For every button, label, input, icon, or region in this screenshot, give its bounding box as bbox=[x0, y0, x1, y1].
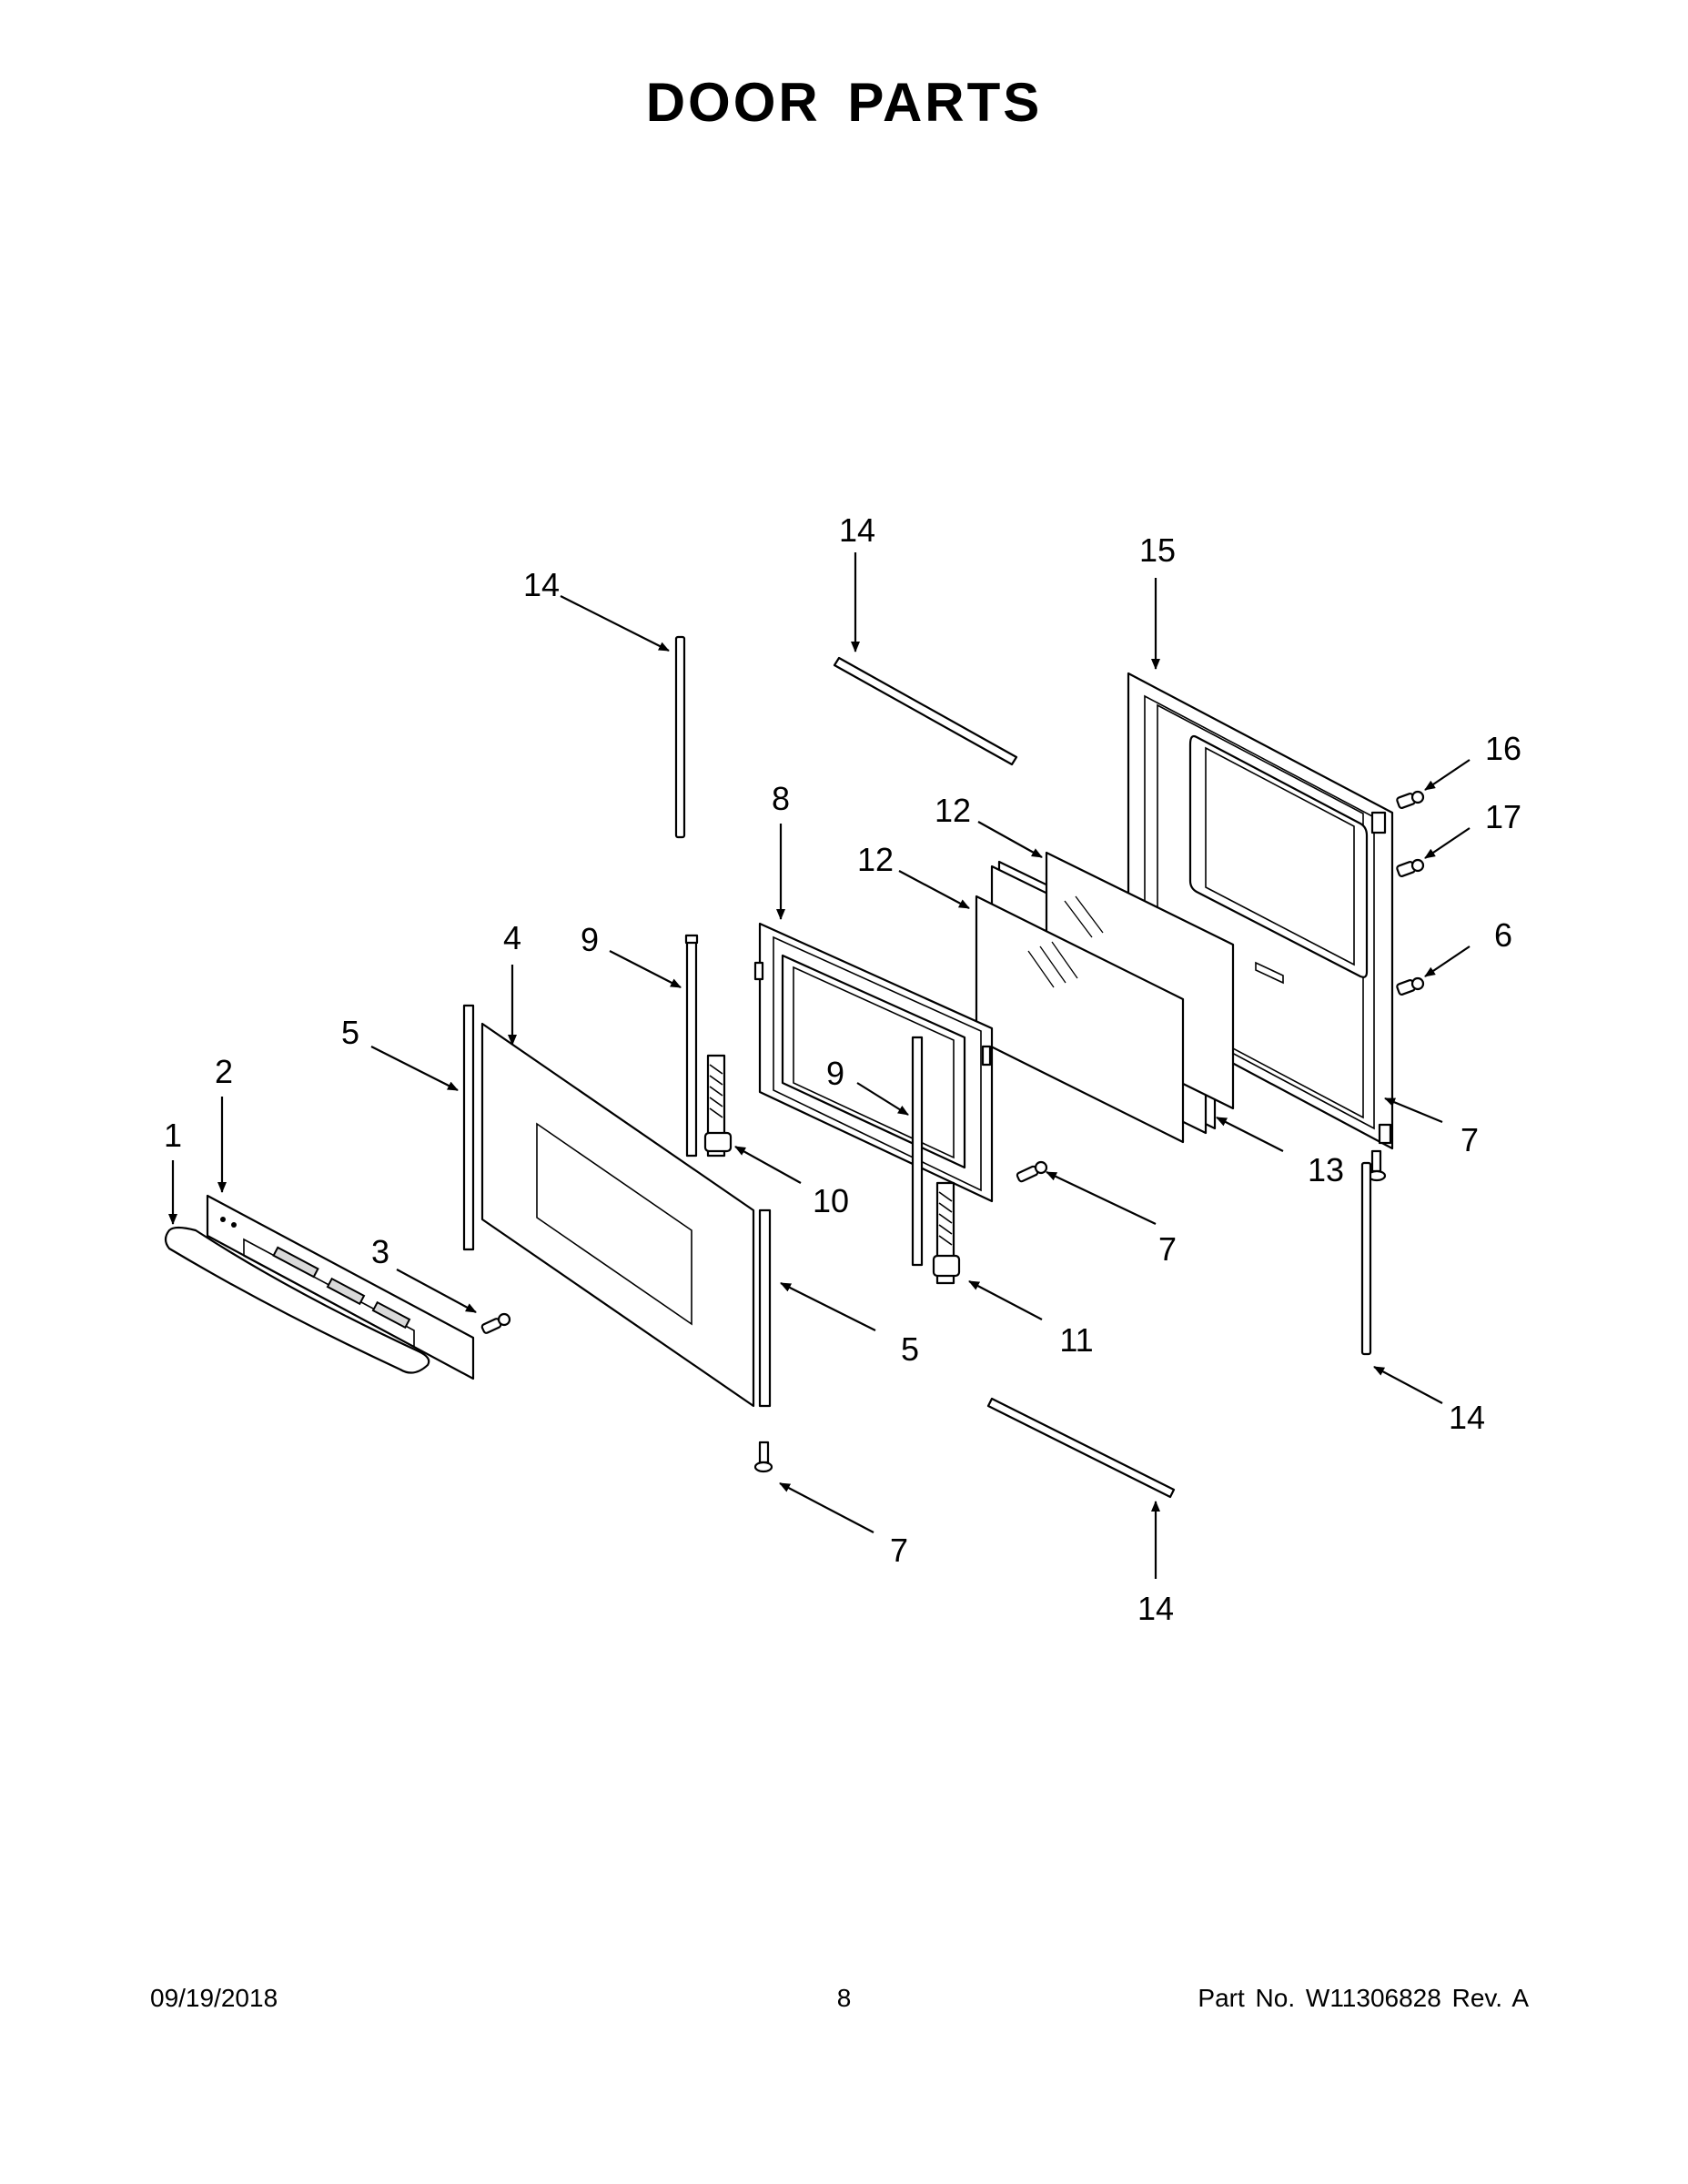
part-1-door-handle bbox=[164, 1226, 430, 1374]
part-7-screw-bottom bbox=[753, 1441, 773, 1473]
callout-10: 10 bbox=[813, 1182, 849, 1219]
leader-arrows bbox=[168, 552, 1471, 1579]
arrow-14c bbox=[1373, 1366, 1443, 1404]
page-title: DOOR PARTS bbox=[645, 72, 1043, 133]
arrow-7c bbox=[779, 1482, 874, 1533]
arrow-11 bbox=[968, 1280, 1043, 1320]
callout-14: 14 bbox=[839, 511, 875, 549]
callout-6: 6 bbox=[1494, 916, 1512, 954]
arrow-6 bbox=[1424, 945, 1471, 977]
arrow-12b bbox=[898, 870, 970, 909]
arrow-10 bbox=[734, 1146, 802, 1184]
callout-13: 13 bbox=[1308, 1151, 1344, 1188]
part-5-trim-strip-right bbox=[758, 1208, 772, 1408]
arrow-12a bbox=[977, 821, 1043, 858]
part-16-screw bbox=[1396, 790, 1425, 809]
arrow-3 bbox=[396, 1269, 477, 1313]
arrow-7a bbox=[1384, 1097, 1443, 1124]
callout-14: 14 bbox=[1449, 1399, 1485, 1436]
callout-7: 7 bbox=[1461, 1121, 1479, 1158]
part-14-vertical-strip-left bbox=[674, 635, 686, 839]
callout-8: 8 bbox=[772, 780, 790, 817]
arrow-5b bbox=[780, 1282, 876, 1331]
part-9-hinge-channel-left bbox=[684, 934, 699, 1158]
part-12-glass-front bbox=[975, 895, 1185, 1144]
arrow-5a bbox=[370, 1046, 459, 1091]
part-8-door-frame bbox=[753, 922, 994, 1203]
callout-14: 14 bbox=[1137, 1590, 1174, 1627]
part-4-outer-door-glass bbox=[480, 1022, 755, 1408]
callout-16: 16 bbox=[1485, 730, 1521, 767]
footer-page-number: 8 bbox=[836, 1984, 852, 2012]
callout-4: 4 bbox=[503, 919, 521, 956]
part-5-trim-strip-left bbox=[462, 1004, 475, 1251]
footer-part-number: Part No. W11306828 Rev. A bbox=[1198, 1984, 1529, 2012]
arrow-14a bbox=[560, 595, 670, 652]
arrow-9b bbox=[856, 1082, 909, 1116]
callout-5: 5 bbox=[341, 1014, 359, 1051]
callout-5: 5 bbox=[901, 1330, 919, 1368]
callout-12: 12 bbox=[935, 792, 971, 829]
part-11-hinge-right bbox=[932, 1181, 961, 1285]
callout-9: 9 bbox=[826, 1055, 844, 1092]
callout-7: 7 bbox=[1158, 1230, 1177, 1268]
callout-15: 15 bbox=[1139, 531, 1176, 569]
arrow-16 bbox=[1424, 759, 1471, 791]
part-6-screw bbox=[1396, 976, 1425, 996]
part-14-diagonal-strip-bottom bbox=[986, 1397, 1176, 1499]
callout-2: 2 bbox=[215, 1053, 233, 1090]
arrow-17 bbox=[1424, 827, 1471, 859]
arrow-9a bbox=[609, 950, 682, 988]
callout-14: 14 bbox=[523, 566, 560, 603]
callout-1: 1 bbox=[164, 1117, 182, 1154]
arrow-7b bbox=[1046, 1171, 1157, 1225]
footer-date: 09/19/2018 bbox=[150, 1984, 278, 2012]
part-17-screw bbox=[1396, 858, 1425, 877]
part-14-diagonal-strip-top bbox=[833, 656, 1018, 766]
callout-3: 3 bbox=[371, 1233, 389, 1270]
callout-labels: 14 14 15 16 17 6 7 12 12 13 8 9 9 10 7 1… bbox=[164, 511, 1521, 1627]
arrow-13 bbox=[1216, 1117, 1284, 1152]
part-14-vertical-strip-right bbox=[1360, 1161, 1372, 1356]
callout-17: 17 bbox=[1485, 798, 1521, 835]
callout-11: 11 bbox=[1059, 1321, 1093, 1359]
part-10-hinge-left bbox=[703, 1054, 733, 1158]
part-7-screw-hinge bbox=[1016, 1160, 1048, 1183]
part-2-control-panel bbox=[206, 1194, 475, 1380]
part-9-hinge-channel-right bbox=[911, 1036, 924, 1267]
part-3-screw bbox=[480, 1312, 511, 1334]
callout-9: 9 bbox=[581, 921, 599, 958]
callout-7: 7 bbox=[890, 1532, 908, 1569]
callout-12: 12 bbox=[857, 841, 894, 878]
